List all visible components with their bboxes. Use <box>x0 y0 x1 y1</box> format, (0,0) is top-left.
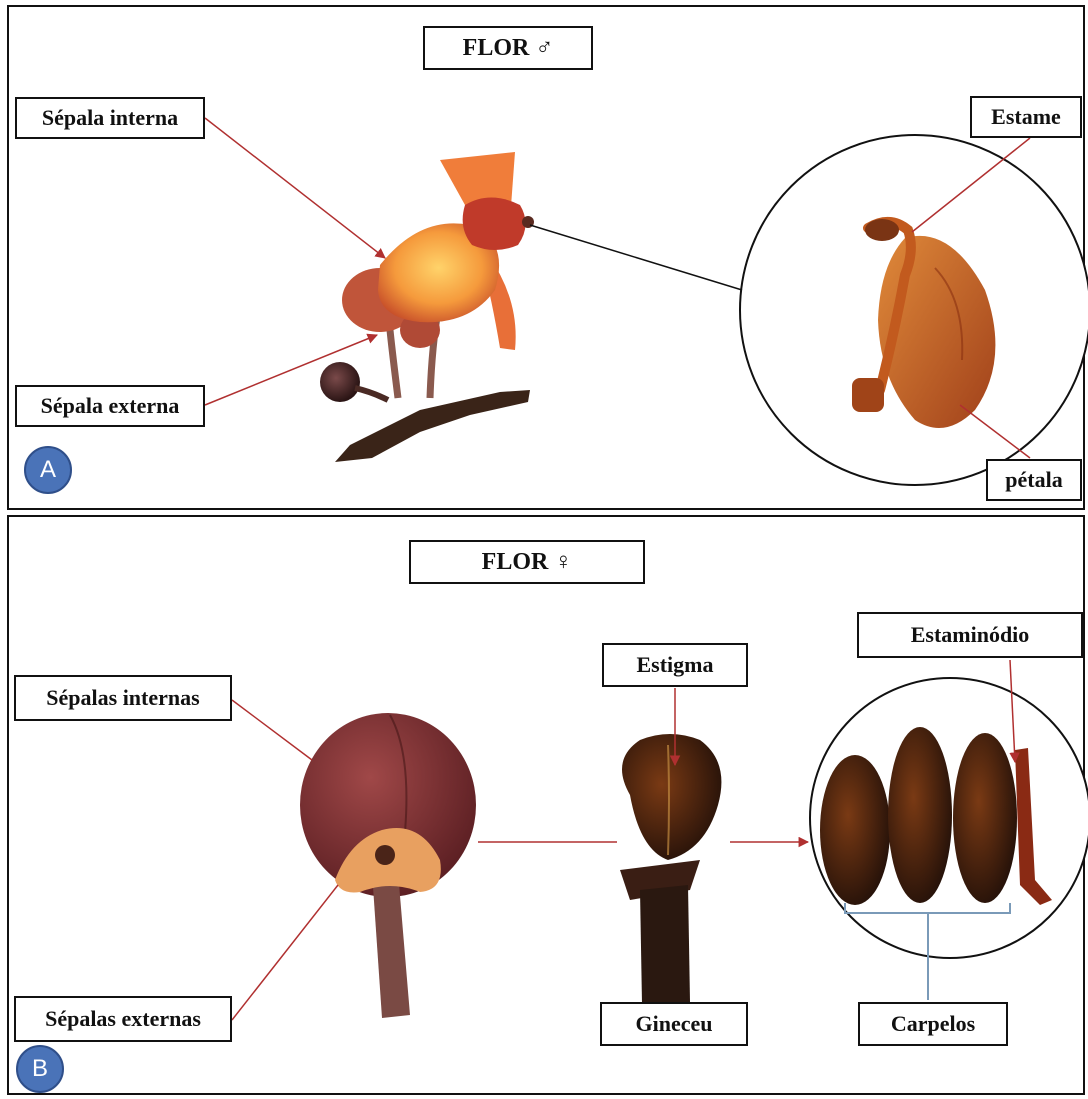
panel-badge-a: A <box>24 446 72 494</box>
label-petala: pétala <box>986 459 1082 501</box>
label-estame: Estame <box>970 96 1082 138</box>
male-flower-title: FLOR ♂ <box>423 26 593 70</box>
label-sepala-interna: Sépala interna <box>15 97 205 139</box>
female-flower-title: FLOR ♀ <box>409 540 645 584</box>
gynoecium-illustration <box>620 734 721 1004</box>
panel-badge-b: B <box>16 1045 64 1093</box>
label-gineceu: Gineceu <box>600 1002 748 1046</box>
female-flower-illustration <box>300 713 476 1018</box>
label-sepalas-externas: Sépalas externas <box>14 996 232 1042</box>
label-estaminodio: Estaminódio <box>857 612 1083 658</box>
label-carpelos: Carpelos <box>858 1002 1008 1046</box>
label-sepalas-internas: Sépalas internas <box>14 675 232 721</box>
male-flower-illustration <box>320 152 534 462</box>
label-estigma: Estigma <box>602 643 748 687</box>
label-sepala-externa: Sépala externa <box>15 385 205 427</box>
zoom-connector-line <box>530 225 742 290</box>
